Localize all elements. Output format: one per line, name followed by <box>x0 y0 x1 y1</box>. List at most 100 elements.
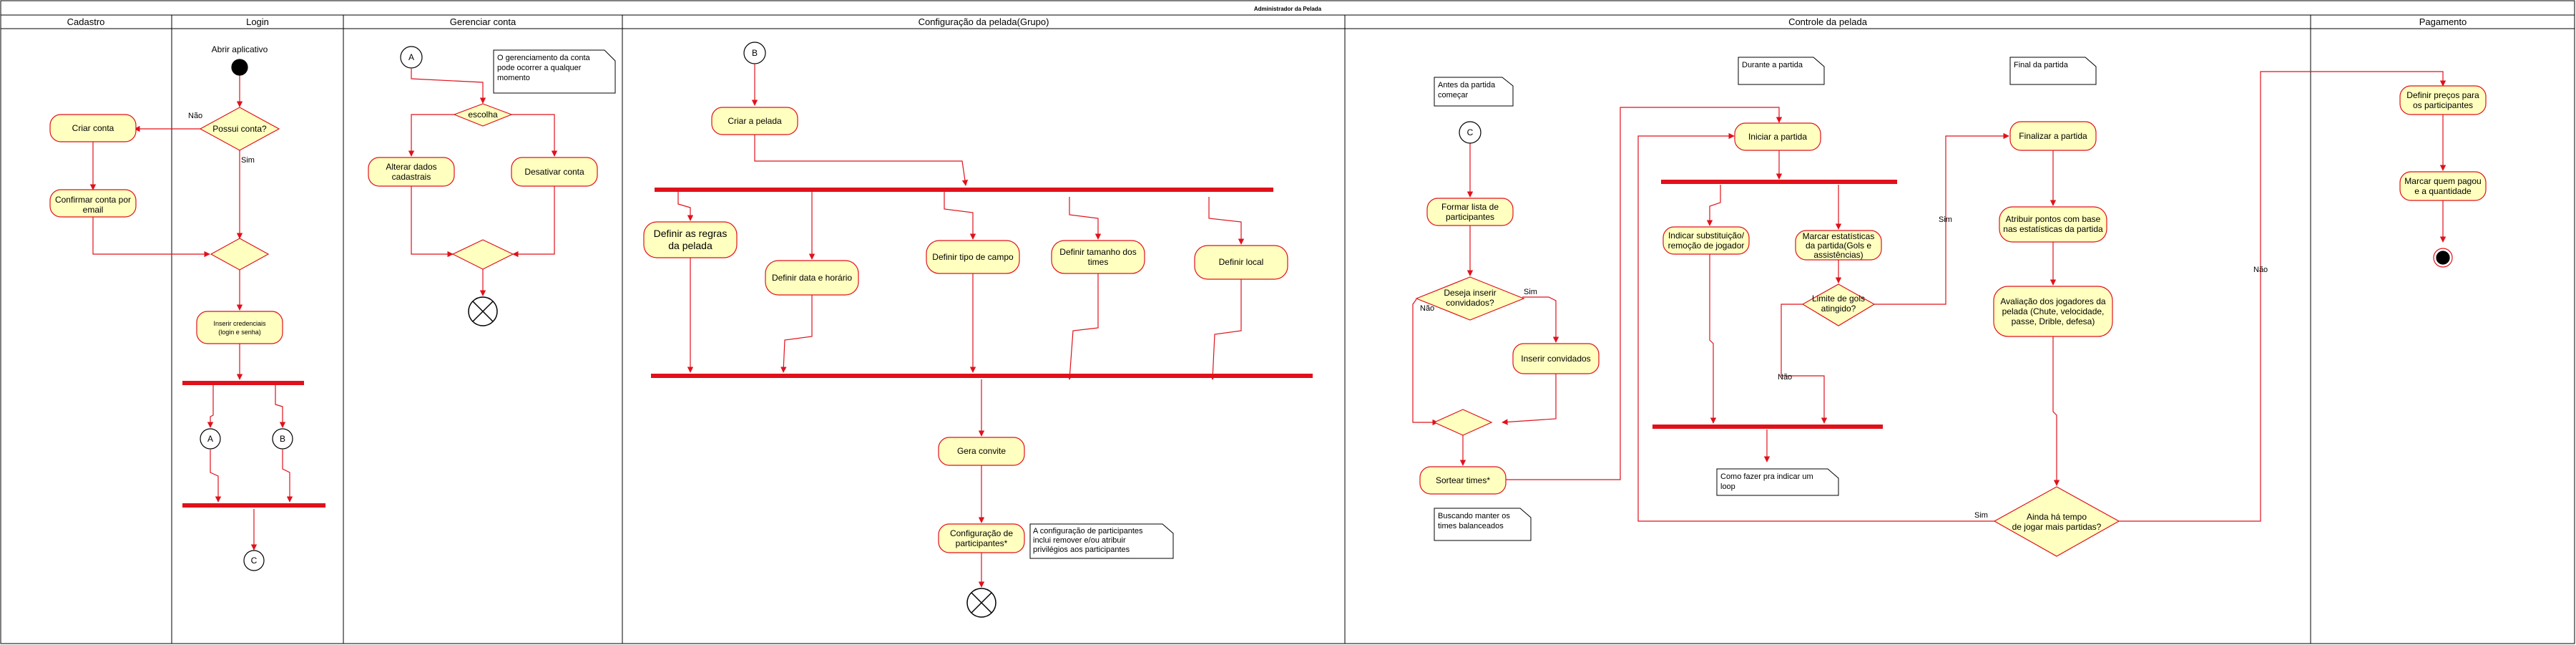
connector-label-a-login: A <box>207 434 213 444</box>
note-config-participantes <box>1029 523 1174 559</box>
edge-fork-to-indicar <box>1706 185 1721 226</box>
note-config-1: A configuração de participantes <box>1033 527 1143 535</box>
label-indicar-substituicao-2: remoção de jogador <box>1668 241 1745 251</box>
edge-desativar-to-merge <box>512 186 555 258</box>
edge-label-sim-limite: Sim <box>1939 215 1952 224</box>
edge-escolha-to-desativar <box>510 114 558 157</box>
note-loop-2: loop <box>1720 482 1735 491</box>
label-inserir-credenciais-1: Inserir credenciais <box>213 320 266 327</box>
label-atribuir-pontos-2: nas estatísticas da partida <box>2003 224 2103 234</box>
label-finalizar-partida: Finalizar a partida <box>2019 131 2087 141</box>
label-marcar-estatisticas-2: da partida(Gols e <box>1806 241 1871 251</box>
label-atribuir-pontos-1: Atribuir pontos com base <box>2006 214 2101 224</box>
decision-possui-conta <box>199 107 280 151</box>
fork-join-bars <box>182 180 1897 508</box>
edge-data-to-join <box>780 295 813 373</box>
edge-deseja-nao <box>1412 299 1439 426</box>
node-atribuir-pontos <box>1999 206 2107 243</box>
edge-avaliacao-to-ainda <box>2052 336 2060 486</box>
edge-tamanho-to-join <box>1067 273 1099 380</box>
decision-deseja-inserir <box>1415 276 1525 321</box>
label-alterar-dados-2: cadastrais <box>392 172 431 182</box>
lane-title-gerenciar-conta: Gerenciar conta <box>450 16 516 27</box>
note-durante: Durante a partida <box>1742 61 1803 69</box>
diagram-title: Administrador da Pelada <box>1254 6 1322 12</box>
label-confirmar-conta-1: Confirmar conta por <box>55 195 131 205</box>
label-avaliacao-3: passe, Drible, defesa) <box>2012 316 2095 326</box>
edge-fork-to-tipo <box>944 190 976 240</box>
start-node <box>231 59 248 76</box>
label-inserir-credenciais-2: (login e senha) <box>218 329 261 336</box>
fork-bar-config <box>655 188 1273 192</box>
connector-c-controle <box>1459 121 1482 144</box>
edge-indicar-to-join <box>1709 254 1717 424</box>
label-criar-conta: Criar conta <box>72 123 114 133</box>
lane-title-configuracao: Configuração da pelada(Grupo) <box>919 16 1049 27</box>
label-escolha: escolha <box>468 110 498 120</box>
merge-login <box>210 238 270 271</box>
label-gera-convite: Gera convite <box>957 446 1006 456</box>
node-definir-local <box>1194 245 1288 280</box>
note-gerenciamento-3: momento <box>497 74 530 82</box>
label-marcar-estatisticas-3: assistências) <box>1813 250 1863 260</box>
lane-title-controle: Controle da pelada <box>1788 16 1868 27</box>
flow-final-config <box>966 588 996 618</box>
node-formar-lista <box>1426 198 1514 226</box>
edge-limite-sim <box>1871 132 2009 305</box>
label-indicar-substituicao-1: Indicar substituição/ <box>1668 231 1745 241</box>
edge-alterar-to-merge <box>411 186 454 258</box>
label-confirmar-conta-2: email <box>83 205 104 215</box>
merge-convidados <box>1433 409 1493 436</box>
note-gerenciamento-2: pode ocorrer a qualquer <box>497 64 582 72</box>
node-alterar-dados <box>368 157 455 187</box>
edge-label-nao-possui: Não <box>188 112 202 120</box>
node-definir-tipo <box>926 240 1020 274</box>
label-desativar-conta: Desativar conta <box>524 167 584 177</box>
edge-a-to-join <box>210 450 222 503</box>
join-bar-config <box>651 374 1313 378</box>
label-ainda-ha-tempo-2: de jogar mais partidas? <box>2012 522 2102 532</box>
node-iniciar-partida <box>1734 122 1821 151</box>
label-inserir-convidados: Inserir convidados <box>1521 354 1590 364</box>
label-definir-tipo: Definir tipo de campo <box>932 252 1014 262</box>
connector-label-c-login: C <box>251 556 258 566</box>
edge-fork-to-tamanho <box>1069 197 1102 240</box>
label-ainda-ha-tempo-1: Ainda há tempo <box>2027 512 2087 522</box>
node-marcar-quem-pagou <box>2399 171 2487 201</box>
connector-b-config <box>743 42 766 64</box>
nodes <box>49 42 2487 571</box>
connector-a-login <box>200 428 221 450</box>
edge-label-nao-ainda: Não <box>2253 266 2268 274</box>
node-indicar-substituicao <box>1662 226 1750 255</box>
edge-b-to-join <box>282 450 293 503</box>
connector-label-c-controle: C <box>1467 127 1474 137</box>
label-avaliacao-1: Avaliação dos jogadores da <box>2000 296 2106 306</box>
merge-gerenciar <box>451 239 514 270</box>
label-definir-precos-2: os participantes <box>2413 100 2473 110</box>
decision-ainda-ha-tempo <box>1993 486 2120 557</box>
note-buscando-2: times balanceados <box>1438 522 1504 530</box>
node-criar-pelada <box>711 107 798 135</box>
label-marcar-quem-pagou-1: Marcar quem pagou <box>2404 176 2481 186</box>
label-limite-gols-1: Limite de gols <box>1812 294 1865 304</box>
label-definir-precos-1: Definir preços para <box>2406 90 2479 100</box>
node-inserir-convidados <box>1512 343 1600 374</box>
note-loop-1: Como fazer pra indicar um <box>1720 472 1813 481</box>
join-bar-login <box>182 503 325 508</box>
edge-inserir-to-merge <box>1502 374 1557 425</box>
edge-ainda-nao <box>2119 71 2447 522</box>
connector-label-b-config: B <box>752 48 758 58</box>
node-avaliacao-jogadores <box>1993 286 2113 337</box>
label-formar-lista-1: Formar lista de <box>1441 202 1499 212</box>
note-antes-partida <box>1434 77 1514 107</box>
label-definir-tamanho-1: Definir tamanho dos <box>1059 247 1136 257</box>
note-final-partida <box>2009 57 2097 85</box>
label-definir-tamanho-2: times <box>1088 257 1109 267</box>
edge-labels: Não Sim Sim Não Não Sim Sim Não <box>188 112 2268 520</box>
node-configuracao-participantes <box>938 523 1025 553</box>
connector-a-gerenciar <box>400 46 423 69</box>
connector-label-a-gerenciar: A <box>408 52 414 62</box>
label-definir-data: Definir data e horário <box>772 273 852 283</box>
label-iniciar-partida: Iniciar a partida <box>1748 132 1807 142</box>
